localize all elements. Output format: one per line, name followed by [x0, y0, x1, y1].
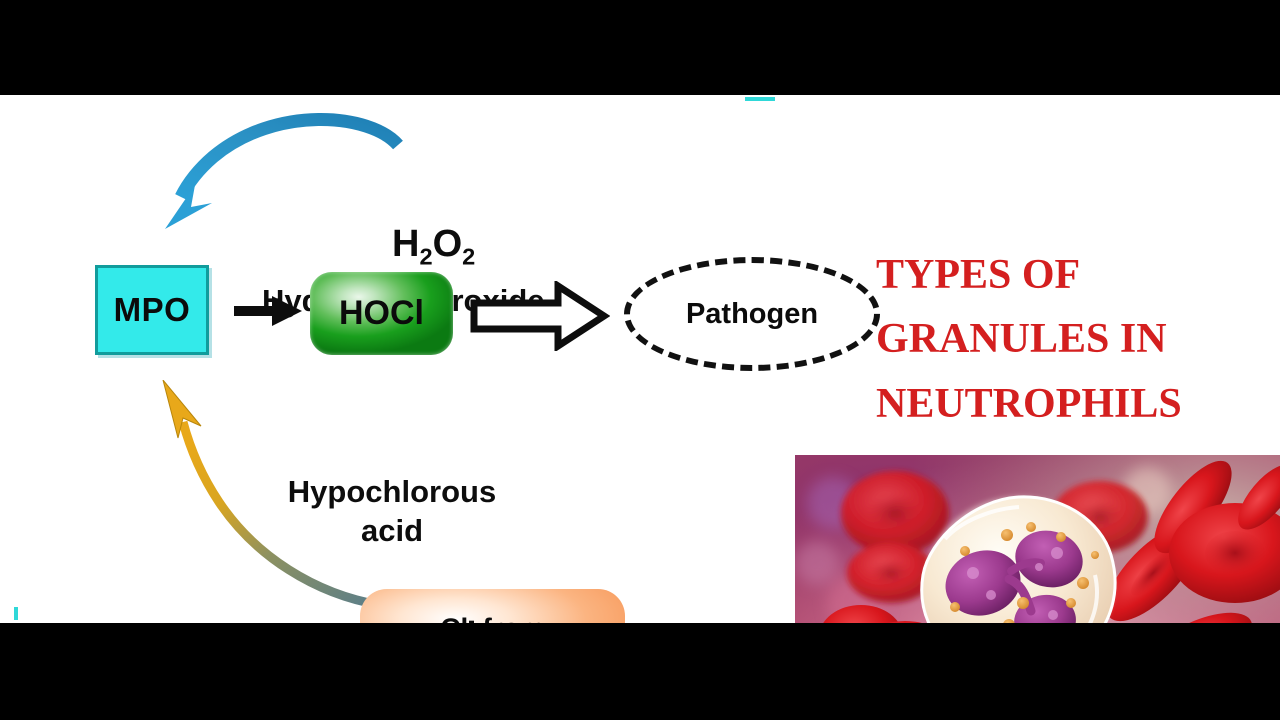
title-line-1: TYPES OF — [876, 252, 1081, 298]
hocl-box: HOCl — [310, 272, 453, 355]
hypochlorous-line2: acid — [360, 512, 424, 548]
hypochlorous-acid-label: Hypochlorous acid — [252, 473, 532, 551]
mpo-label: MPO — [113, 291, 191, 328]
pathogen-label: Pathogen — [685, 297, 819, 330]
chloride-label: Cl- from cellular fluid — [360, 589, 625, 623]
neutrophil-photo — [795, 455, 1280, 623]
cyan-artifact-top — [745, 97, 775, 101]
h2o2-sub2: 2 — [462, 243, 476, 270]
chloride-charge: - — [468, 609, 475, 623]
hollow-block-arrow — [470, 281, 610, 351]
pathogen-ellipse: Pathogen — [624, 257, 880, 371]
h2o2-o: O — [432, 223, 463, 265]
h2o2-sub1: 2 — [419, 243, 433, 270]
letterbox-bottom — [0, 623, 1280, 720]
letterbox-top — [0, 0, 1280, 95]
title-line-3: NEUTROPHILS — [876, 380, 1182, 427]
chloride-box: Cl- from cellular fluid — [360, 589, 625, 623]
h2o2-h: H — [392, 223, 420, 265]
mpo-box: MPO — [95, 265, 209, 355]
neutrophil-cell — [920, 495, 1117, 623]
chloride-line1: Cl- from — [440, 608, 545, 623]
hypochlorous-line1: Hypochlorous — [287, 474, 497, 509]
blue-curved-arrow — [165, 113, 403, 229]
page-title: TYPES OF GRANULES IN NEUTROPHILS — [876, 243, 1274, 436]
title-line-2: GRANULES IN — [876, 316, 1167, 363]
slide-canvas: H2O2 Hydrogen peroxide MPO HOCl Pathogen… — [0, 95, 1280, 623]
yellow-curved-arrow — [162, 380, 381, 610]
solid-black-arrow — [234, 296, 302, 326]
chloride-cl: Cl — [440, 612, 468, 623]
hocl-label: HOCl — [339, 294, 424, 332]
cyan-artifact-bottom — [14, 607, 18, 620]
chloride-from: from — [475, 612, 545, 623]
h2o2-formula: H2O2 — [392, 223, 475, 271]
